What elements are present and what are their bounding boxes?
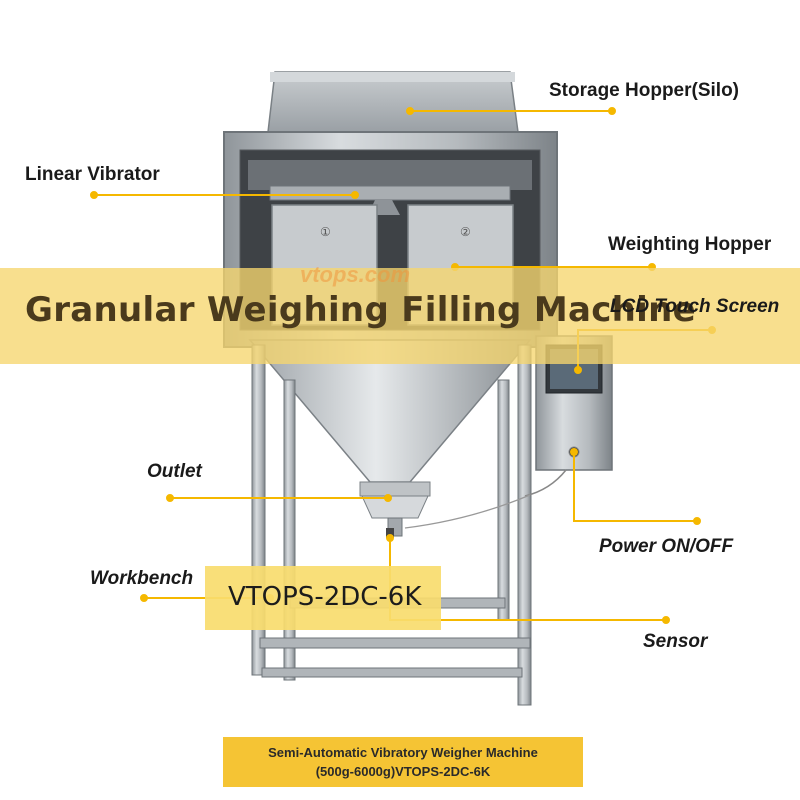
weighting-hopper-label: Weighting Hopper	[608, 234, 772, 255]
outlet-label: Outlet	[147, 461, 202, 482]
sensor-label: Sensor	[643, 631, 708, 652]
caption-box	[223, 737, 583, 787]
storage-hopper-dot	[406, 107, 414, 115]
model-name: VTOPS-2DC-6K	[228, 582, 422, 612]
workbench-label: Workbench	[90, 568, 194, 589]
hopper-2-number: ②	[460, 225, 471, 239]
title-banner	[0, 268, 800, 364]
power-label: Power ON/OFF	[599, 536, 734, 557]
storage-hopper	[267, 71, 519, 133]
storage-hopper-label: Storage Hopper(Silo)	[549, 80, 740, 101]
power-leader	[573, 452, 697, 522]
model-highlight	[205, 566, 441, 630]
watermark: vtops.com	[300, 262, 411, 287]
lcd-touch-screen-label: LCD Touch Screen	[610, 296, 780, 317]
linear-vibrator-label: Linear Vibrator	[25, 164, 160, 185]
sensor-cable	[386, 494, 531, 538]
linear-vibrator	[269, 185, 511, 215]
page-title: Granular Weighing Filling Machine	[25, 290, 696, 330]
hopper-1-number: ①	[320, 225, 331, 239]
caption-line-2: (500g-6000g)VTOPS-2DC-6K	[315, 764, 491, 779]
caption-line-1: Semi-Automatic Vibratory Weigher Machine	[268, 745, 538, 760]
